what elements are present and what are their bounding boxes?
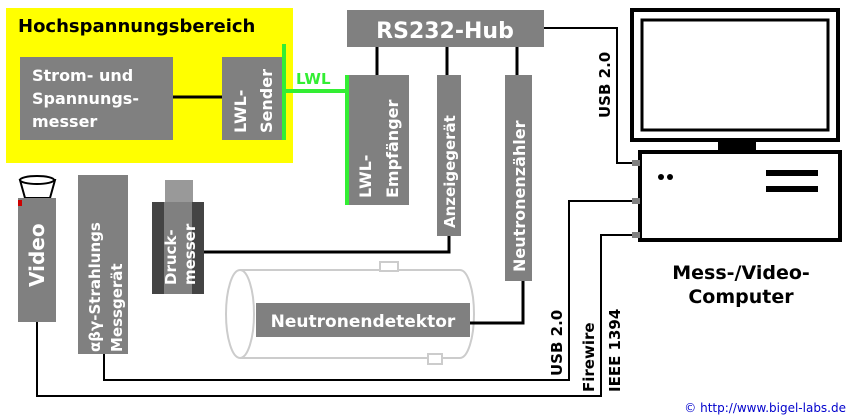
sender-label-line2: Sender: [257, 69, 276, 133]
monitor-screen: [640, 18, 830, 132]
meter-label-line3: messer: [32, 112, 97, 131]
hdd-led-icon: [667, 174, 673, 180]
zone-label: Hochspannungsbereich: [18, 16, 255, 37]
port-usb-top: [632, 160, 640, 166]
fiber-sender: [222, 57, 284, 140]
video-label: Video: [25, 223, 49, 287]
power-led-icon: [658, 174, 664, 180]
monitor-stand: [718, 140, 756, 150]
pressure-gauge: [164, 202, 192, 294]
firewire-label-line1: Firewire: [580, 322, 598, 392]
pressure-label-line2: messer: [181, 223, 199, 285]
drive-bay-2: [766, 186, 818, 192]
port-usb-bottom: [632, 198, 640, 204]
port-firewire: [632, 232, 640, 238]
detector-tank-end: [225, 269, 255, 359]
counter-label: Neutronenzähler: [510, 120, 529, 272]
hub-usb-wire: [544, 27, 632, 164]
pressure-label-line1: Druck-: [162, 229, 180, 285]
footer-copyright-link[interactable]: © http://www.bigel-labs.de: [684, 401, 846, 415]
drive-bay-1: [766, 170, 818, 176]
computer-label-line2: Computer: [688, 286, 794, 308]
computer-label-line1: Mess-/Video-: [672, 262, 810, 284]
neutron-counter: [505, 75, 532, 281]
usb-bottom-label: USB 2.0: [548, 310, 566, 376]
detector-tank-port: [379, 261, 399, 272]
detector-tank-foot: [427, 353, 443, 365]
display-label: Anzeigegerät: [441, 115, 459, 228]
video-firewire-wire: [36, 234, 632, 397]
current-voltage-meter: [20, 57, 173, 140]
rs232-hub: [347, 10, 544, 47]
sender-fiber-edge: [282, 44, 286, 140]
radiation-usb-wire: [103, 200, 632, 381]
detector-to-counter-wire: [470, 281, 525, 325]
fiber-label: LWL: [296, 70, 331, 88]
meter-label-line2: Spannungs-: [32, 89, 139, 108]
radiation-meter: [78, 175, 128, 354]
receiver-fiber-edge: [345, 75, 349, 205]
hub-label: RS232-Hub: [376, 19, 514, 44]
pressure-to-display-wire: [204, 236, 451, 254]
camera-lens-rim: [19, 175, 55, 185]
usb-top-label: USB 2.0: [596, 52, 614, 118]
radiation-label-line1: αβγ-Strahlungs: [86, 222, 104, 352]
sender-label-line1: LWL-: [231, 90, 250, 133]
detector-label: Neutronendetektor: [271, 312, 456, 332]
computer-case: [638, 150, 842, 242]
fiber-receiver: [347, 75, 409, 205]
firewire-label-line2: IEEE 1394: [606, 309, 624, 392]
display-unit: [437, 75, 461, 236]
camera-record-led-icon: [18, 200, 22, 206]
receiver-label-line1: LWL-: [356, 155, 375, 198]
video-camera: [18, 198, 56, 322]
meter-label-line1: Strom- und: [32, 66, 133, 85]
neutron-detector: [256, 303, 470, 337]
receiver-label-line2: Empfänger: [383, 99, 402, 198]
radiation-label-line2: Messgerät: [108, 263, 126, 352]
